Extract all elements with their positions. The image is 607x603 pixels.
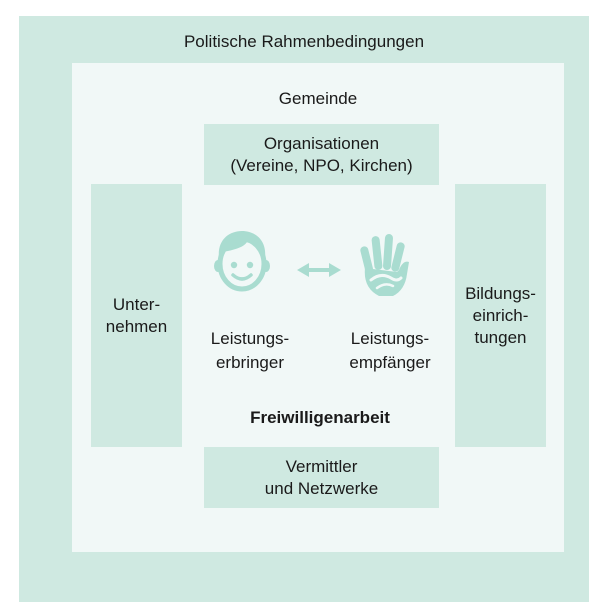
municipality-title: Gemeinde — [278, 89, 358, 108]
education-label-line1: Bildungs- — [465, 283, 536, 303]
education-label-line2: einrich- — [472, 305, 529, 325]
recipient-label-line2: empfänger — [349, 353, 431, 372]
provider-label: Leistungs- erbringer — [190, 327, 310, 375]
double-arrow-icon — [297, 263, 341, 277]
organisations-box: Organisationen (Vereine, NPO, Kirchen) — [204, 124, 439, 185]
intermediaries-label-line2: und Netzwerke — [264, 478, 379, 498]
companies-label-line1: Unter- — [112, 294, 161, 314]
intermediaries-label-line1: Vermittler — [285, 456, 358, 476]
recipient-label-line1: Leistungs- — [350, 329, 430, 348]
companies-box: Unter- nehmen — [91, 184, 182, 447]
education-box: Bildungs- einrich- tungen — [455, 184, 546, 447]
organisations-label-line1: Organisationen — [263, 133, 380, 153]
recipient-label: Leistungs- empfänger — [330, 327, 450, 375]
provider-label-line2: erbringer — [215, 353, 285, 372]
companies-label-line2: nehmen — [105, 316, 168, 336]
volunteer-work-label: Freiwilligenarbeit — [250, 408, 390, 427]
person-face-icon — [214, 231, 270, 292]
education-label-line3: tungen — [474, 327, 527, 347]
organisations-label-line2: (Vereine, NPO, Kirchen) — [230, 155, 413, 175]
provider-label-line1: Leistungs- — [210, 329, 290, 348]
helping-hands-icon — [360, 234, 409, 296]
intermediaries-box: Vermittler und Netzwerke — [204, 447, 439, 508]
political-framework-title: Politische Rahmenbedingungen — [183, 32, 425, 51]
